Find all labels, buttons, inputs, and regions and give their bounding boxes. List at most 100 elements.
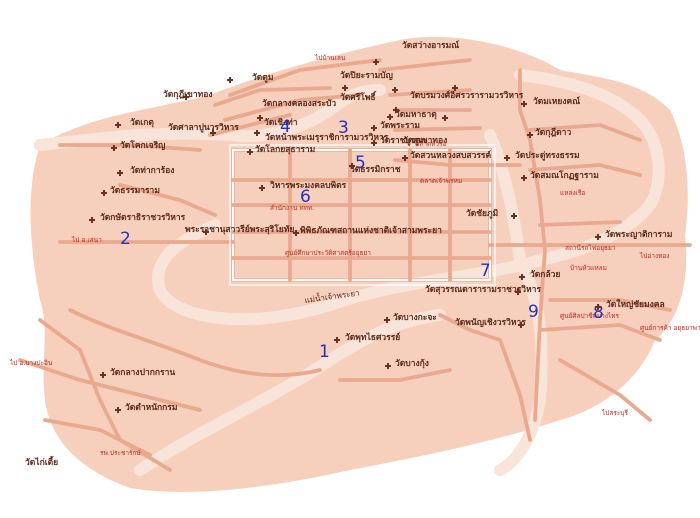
label-wat-phu-khao: วัดภูเขาทอง xyxy=(403,135,447,146)
note-3: สถานีรถไฟอยุธยา xyxy=(565,244,616,252)
temple-icons xyxy=(89,59,601,413)
note-to-bangpa-in: ไป อ.บางปะอิน xyxy=(9,359,53,367)
label-wat-piyaram: วัดปิยะรามบัญ xyxy=(340,70,393,81)
temple-icon xyxy=(210,130,216,136)
temple-icon xyxy=(527,132,533,138)
note-2: ตลาดหัวรอ xyxy=(415,140,447,148)
temple-icon xyxy=(334,337,340,343)
label-wat-klang-pak-khran: วัดกลางปากกราน xyxy=(110,367,175,378)
temple-icon xyxy=(227,77,233,83)
temple-icon xyxy=(373,59,379,65)
note-hotel-2: ศูนย์ศิลปาชีพบางไทร xyxy=(560,312,619,320)
label-wat-thammikaram: วัดธรรมิกราช xyxy=(350,164,401,175)
label-wat-pradu: วัดประดู่ทรงธรรม xyxy=(515,150,580,161)
note-8: ศูนย์ศึกษาประวัติศาสตร์อยุธยา xyxy=(285,249,371,257)
temple-icon xyxy=(519,274,525,280)
label-wat-salapoon: วัดศาลาปูนวรวิหาร xyxy=(168,122,239,133)
temple-icon xyxy=(595,304,601,310)
label-wat-maheyong: วัดมเหยงคณ์ xyxy=(533,96,580,107)
small-notes: ไป อ.เสนา ไปอ่างทอง ไปสระบุรี ไป อ.บางปะ… xyxy=(9,54,700,457)
label-wat-suan-luang: วัดสวนหลวงสบสวรรค์ xyxy=(410,150,491,161)
temple-icon xyxy=(393,107,399,113)
label-wat-ket: วัดเกตุ xyxy=(130,117,154,128)
note-hotel-1: ศูนย์การค้า อยุธยาพาร์ค xyxy=(640,324,700,332)
numbered-markers: 1 2 3 4 5 6 7 8 9 xyxy=(120,117,604,362)
temple-icon xyxy=(115,407,121,413)
temple-icon xyxy=(254,130,260,136)
label-wat-tham: วัดธรรมาราม xyxy=(110,185,160,196)
marker-6: 6 xyxy=(300,187,311,207)
label-wat-na-phra-men: วัดหน้าพระเมรุราชิการามวรวิหาร xyxy=(265,132,389,143)
temple-icon xyxy=(371,140,377,146)
temple-icon xyxy=(452,85,458,91)
marker-2: 2 xyxy=(120,229,131,249)
label-wat-chai: วัดโคกเจริญ xyxy=(120,140,165,151)
label-wat-chai-yo: วัดไก่เตี้ย xyxy=(25,455,58,468)
label-wat-sawang: วัดสว่างอารมณ์ xyxy=(402,40,459,51)
temple-icon xyxy=(247,149,253,155)
label-wat-phra-ram: วัดพระราม xyxy=(380,120,420,131)
note-to-saraburi: ไปสระบุรี xyxy=(601,409,628,417)
temple-icon xyxy=(511,213,517,219)
label-museum: พิพิธภัณฑสถานแห่งชาติเจ้าสามพระยา xyxy=(300,225,442,236)
temple-icon xyxy=(259,185,265,191)
label-wat-tha-ka-rong: วัดท่าการ้อง xyxy=(130,165,174,176)
label-wat-samanakot: วัดสมณโกฏฐาราม xyxy=(530,170,599,181)
temple-labels: วัดสว่างอารมณ์ วัดปิยะรามบัญ วัดตูม วัดก… xyxy=(25,40,672,468)
note-5: แหล่งเรือ xyxy=(560,189,585,197)
temple-icon xyxy=(183,94,189,100)
label-wat-chaiyaphum: วัดชัยภูมิ xyxy=(466,208,498,219)
note-to-bangkok: ไป อ.เสนา xyxy=(71,236,102,244)
label-wat-putthaisawan: วัดพุทไธศวรรย์ xyxy=(345,332,400,343)
temple-icon xyxy=(387,114,393,120)
marker-3: 3 xyxy=(338,118,349,138)
marker-1: 1 xyxy=(319,342,330,362)
label-wat-mahathat: วัดมหาธาตุ xyxy=(395,109,437,120)
temple-icon xyxy=(111,145,117,151)
temple-icon xyxy=(504,155,510,161)
temple-icon xyxy=(257,115,263,121)
temple-icon xyxy=(115,122,121,128)
label-wat-choeng-tha: วัดเชิงท่า xyxy=(264,117,298,128)
label-wat-kudi-thong: วัดกุฎีเขาทอง xyxy=(163,89,213,100)
temple-icon xyxy=(384,317,390,323)
temple-icon xyxy=(293,230,299,236)
marker-5: 5 xyxy=(355,153,366,173)
label-wat-kluai: วัดกล้วย xyxy=(530,269,560,280)
marker-8: 8 xyxy=(593,303,604,323)
label-wat-dum: วัดตูม xyxy=(252,72,273,83)
label-wat-lokaya: วัดโลกยสุธาราม xyxy=(255,144,315,155)
note-7: รพ.ประชารักษ์ xyxy=(100,449,141,457)
road-network xyxy=(18,58,692,472)
marker-7: 7 xyxy=(480,261,491,281)
temple-icon xyxy=(349,163,355,169)
note-6: บ้านหัวแหลม xyxy=(570,264,607,272)
label-wat-yai-chai-mongkol: วัดใหญ่ชัยมงคล xyxy=(606,299,665,310)
temple-icon xyxy=(515,289,521,295)
temple-icon xyxy=(371,125,377,131)
label-wat-kasattra: วัดกษัตราธิราชวรวิหาร xyxy=(100,212,186,223)
label-wat-ratchaburana: วัดราชบูรณะ xyxy=(380,135,428,146)
label-wat-phra-yat: วัดพระญาติการาม xyxy=(605,229,672,240)
note-to-north: ไปบ้านเลน xyxy=(314,54,346,62)
temple-icon xyxy=(402,155,408,161)
temple-icon xyxy=(595,234,601,240)
marker-4: 4 xyxy=(280,117,291,137)
temple-icon xyxy=(342,85,348,91)
label-palace-road: พระราชานุสาวรีย์พระสุริโยทัย xyxy=(185,224,294,235)
marker-9: 9 xyxy=(528,302,539,322)
label-wat-tham-kasem: วัดตำหนักกรม xyxy=(125,402,177,413)
note-4: ตลาดเจ้าพรหม xyxy=(420,177,462,185)
label-wat-sri-pho: วัดศรีโพธิ์ xyxy=(340,90,377,103)
label-wat-bang-kracha: วัดบางกะจะ xyxy=(393,312,437,323)
temple-icon xyxy=(101,190,107,196)
temple-icon xyxy=(521,101,527,107)
temple-icon xyxy=(385,363,391,369)
note-to-lopburi: ไปอ่างทอง xyxy=(639,252,670,260)
note-1: สำนักงาน ททท. xyxy=(270,204,314,212)
temple-icon xyxy=(442,115,448,121)
temple-icon xyxy=(521,175,527,181)
label-wat-suwan-dararam: วัดสุวรรณดารารามราชวรวิหาร xyxy=(425,284,541,295)
label-wat-kudi-dao: วัดกุฎีดาว xyxy=(535,127,571,138)
